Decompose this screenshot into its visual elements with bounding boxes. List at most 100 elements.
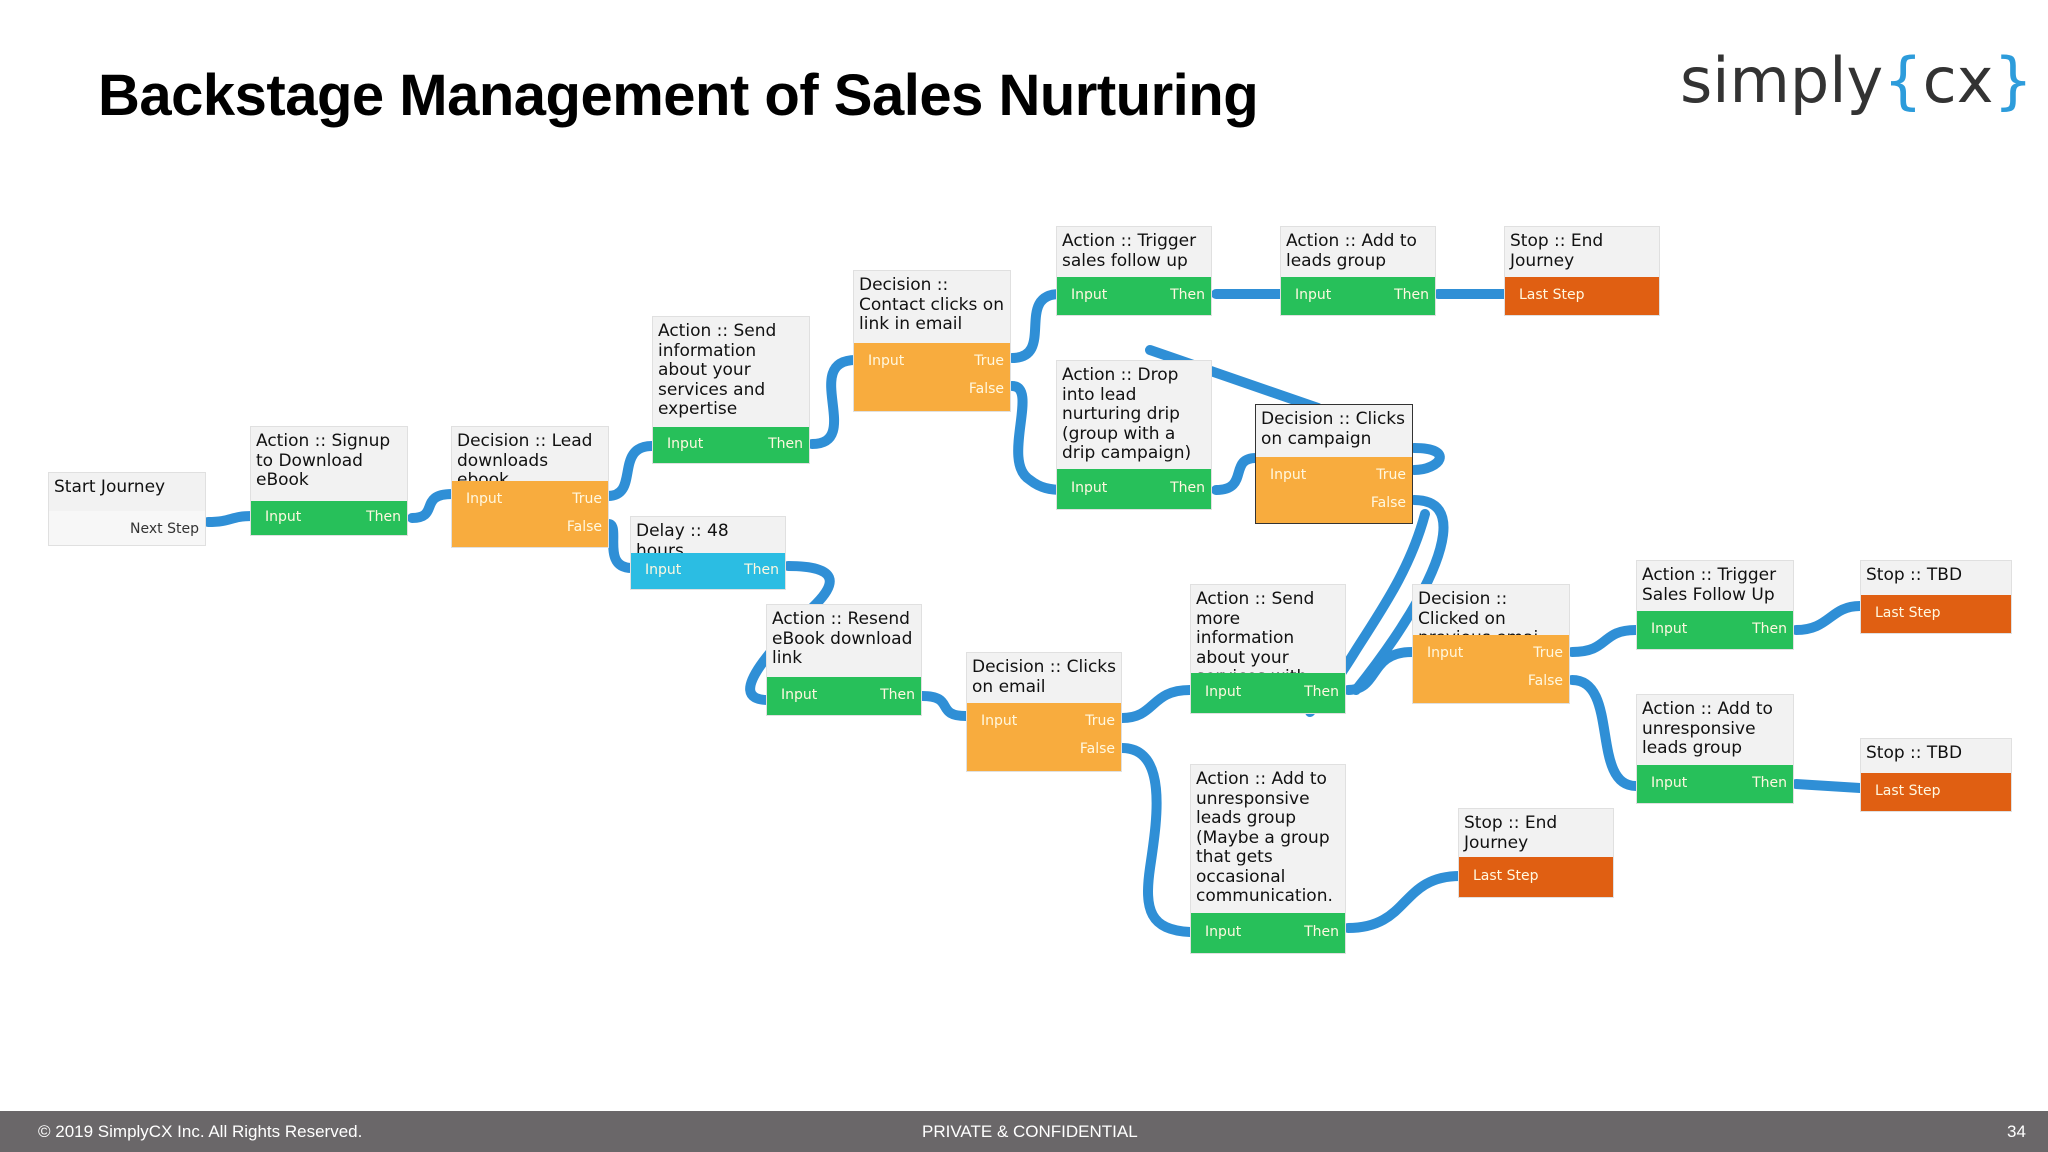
port-input[interactable]: Input <box>1270 467 1307 483</box>
connector-signup-lead <box>407 489 457 523</box>
port-input[interactable]: Input <box>1651 775 1688 791</box>
node-decision-clicked-previous[interactable]: Decision :: Clicked on previous emai Inp… <box>1412 584 1570 704</box>
node-title: Stop :: End Journey <box>1510 231 1604 271</box>
port-input[interactable]: Input <box>1205 924 1242 940</box>
logo-brace-open: { <box>1883 44 1923 117</box>
port-then[interactable]: Then <box>1170 480 1205 496</box>
node-port: Input Then <box>1191 673 1345 713</box>
port-false[interactable]: False <box>1527 673 1563 689</box>
port-true[interactable]: True <box>1376 467 1406 483</box>
port-true[interactable]: True <box>1533 645 1563 661</box>
connector-sendmore-clickedprev <box>1343 647 1417 695</box>
node-port: Input Then <box>1057 469 1211 509</box>
node-decision-clicks-campaign[interactable]: Decision :: Clicks on campaign Input Tru… <box>1255 404 1413 524</box>
port-input[interactable]: Input <box>265 509 302 525</box>
node-action-add-leads[interactable]: Action :: Add to leads group Input Then <box>1280 226 1436 316</box>
port-last-step[interactable]: Last Step <box>1473 868 1539 884</box>
logo-word: simply <box>1680 44 1884 117</box>
node-action-send-info[interactable]: Action :: Send information about your se… <box>652 316 810 464</box>
connector-clicksemail-unresponsive <box>1117 743 1195 937</box>
node-port: Input Then <box>631 553 785 589</box>
node-port: Input True False <box>452 481 608 547</box>
port-true[interactable]: True <box>974 353 1004 369</box>
port-input[interactable]: Input <box>781 687 818 703</box>
port-input[interactable]: Input <box>1205 684 1242 700</box>
port-false[interactable]: False <box>1079 741 1115 757</box>
port-input[interactable]: Input <box>981 713 1018 729</box>
port-then[interactable]: Then <box>1170 287 1205 303</box>
node-action-signup[interactable]: Action :: Signup to Download eBook Input… <box>250 426 408 536</box>
node-action-trigger-followup[interactable]: Action :: Trigger sales follow up Input … <box>1056 226 1212 316</box>
connector-clickedprev-trigger <box>1567 625 1641 657</box>
node-title: Action :: Add to unresponsive leads grou… <box>1642 699 1773 758</box>
node-port: Last Step <box>1459 857 1613 897</box>
port-then[interactable]: Then <box>1752 621 1787 637</box>
node-start-journey[interactable]: Start Journey Next Step <box>48 472 206 546</box>
logo-brace-close: } <box>1993 44 2033 117</box>
port-last-step[interactable]: Last Step <box>1875 783 1941 799</box>
node-stop-tbd-2[interactable]: Stop :: TBD Last Step <box>1860 738 2012 812</box>
port-last-step[interactable]: Last Step <box>1519 287 1585 303</box>
node-decision-clicks-email[interactable]: Decision :: Clicks on email Input True F… <box>966 652 1122 772</box>
node-port: Input Then <box>251 501 407 535</box>
node-port: Input Then <box>1637 611 1793 649</box>
node-title: Action :: Add to leads group <box>1286 231 1417 271</box>
node-action-add-unresponsive-right[interactable]: Action :: Add to unresponsive leads grou… <box>1636 694 1794 804</box>
connector-resend-clicksemail <box>917 691 971 721</box>
port-input[interactable]: Input <box>1651 621 1688 637</box>
port-input[interactable]: Input <box>667 436 704 452</box>
node-decision-lead-downloads[interactable]: Decision :: Lead downloads ebook Input T… <box>451 426 609 548</box>
node-decision-contact-clicks[interactable]: Decision :: Contact clicks on link in em… <box>853 270 1011 412</box>
node-title: Decision :: Contact clicks on link in em… <box>859 275 1004 334</box>
port-input[interactable]: Input <box>1071 480 1108 496</box>
port-input[interactable]: Input <box>466 491 503 507</box>
port-last-step[interactable]: Last Step <box>1875 605 1941 621</box>
port-next-step[interactable]: Next Step <box>130 521 199 537</box>
connector-lead-delay <box>603 519 637 573</box>
node-title: Action :: Drop into lead nurturing drip … <box>1062 365 1192 463</box>
node-action-add-unresponsive-mid[interactable]: Action :: Add to unresponsive leads grou… <box>1190 764 1346 954</box>
port-then[interactable]: Then <box>1304 684 1339 700</box>
node-delay-48h[interactable]: Delay :: 48 hours Input Then <box>630 516 786 590</box>
node-action-send-more[interactable]: Action :: Send more information about yo… <box>1190 584 1346 714</box>
connector-clicksemail-sendmore <box>1117 685 1195 723</box>
footer-page-number: 34 <box>2007 1122 2026 1141</box>
port-then[interactable]: Then <box>1752 775 1787 791</box>
node-action-trigger-sales-right[interactable]: Action :: Trigger Sales Follow Up Input … <box>1636 560 1794 650</box>
port-then[interactable]: Then <box>768 436 803 452</box>
node-action-drop-drip[interactable]: Action :: Drop into lead nurturing drip … <box>1056 360 1212 510</box>
port-false[interactable]: False <box>566 519 602 535</box>
node-stop-tbd-1[interactable]: Stop :: TBD Last Step <box>1860 560 2012 634</box>
connector-sendinfo-contact <box>807 355 861 449</box>
port-then[interactable]: Then <box>880 687 915 703</box>
node-title: Action :: Trigger Sales Follow Up <box>1642 565 1777 605</box>
port-input[interactable]: Input <box>1071 287 1108 303</box>
node-action-resend[interactable]: Action :: Resend eBook download link Inp… <box>766 604 922 716</box>
connector-contact-drip <box>1007 381 1069 495</box>
node-port: Input Then <box>767 677 921 715</box>
node-port: Last Step <box>1861 595 2011 633</box>
logo-cx: cx <box>1922 44 1994 117</box>
port-then[interactable]: Then <box>366 509 401 525</box>
node-stop-end-journey-top[interactable]: Stop :: End Journey Last Step <box>1504 226 1660 316</box>
connector-clickedprev-addunresponsive <box>1567 675 1641 791</box>
connector-trigger-stoptbd1 <box>1791 601 1865 635</box>
port-then[interactable]: Then <box>744 562 779 578</box>
port-then[interactable]: Then <box>1394 287 1429 303</box>
connector-drip-campaign <box>1211 453 1261 495</box>
port-input[interactable]: Input <box>1427 645 1464 661</box>
node-title: Stop :: End Journey <box>1464 813 1558 853</box>
node-stop-end-journey-mid[interactable]: Stop :: End Journey Last Step <box>1458 808 1614 898</box>
port-true[interactable]: True <box>1085 713 1115 729</box>
port-input[interactable]: Input <box>1295 287 1332 303</box>
node-port: Last Step <box>1505 277 1659 315</box>
port-true[interactable]: True <box>572 491 602 507</box>
port-input[interactable]: Input <box>868 353 905 369</box>
port-false[interactable]: False <box>968 381 1004 397</box>
node-title: Action :: Add to unresponsive leads grou… <box>1196 769 1333 906</box>
node-port: Input Then <box>1637 765 1793 803</box>
node-port: Input Then <box>1191 913 1345 953</box>
port-input[interactable]: Input <box>645 562 682 578</box>
port-false[interactable]: False <box>1370 495 1406 511</box>
port-then[interactable]: Then <box>1304 924 1339 940</box>
